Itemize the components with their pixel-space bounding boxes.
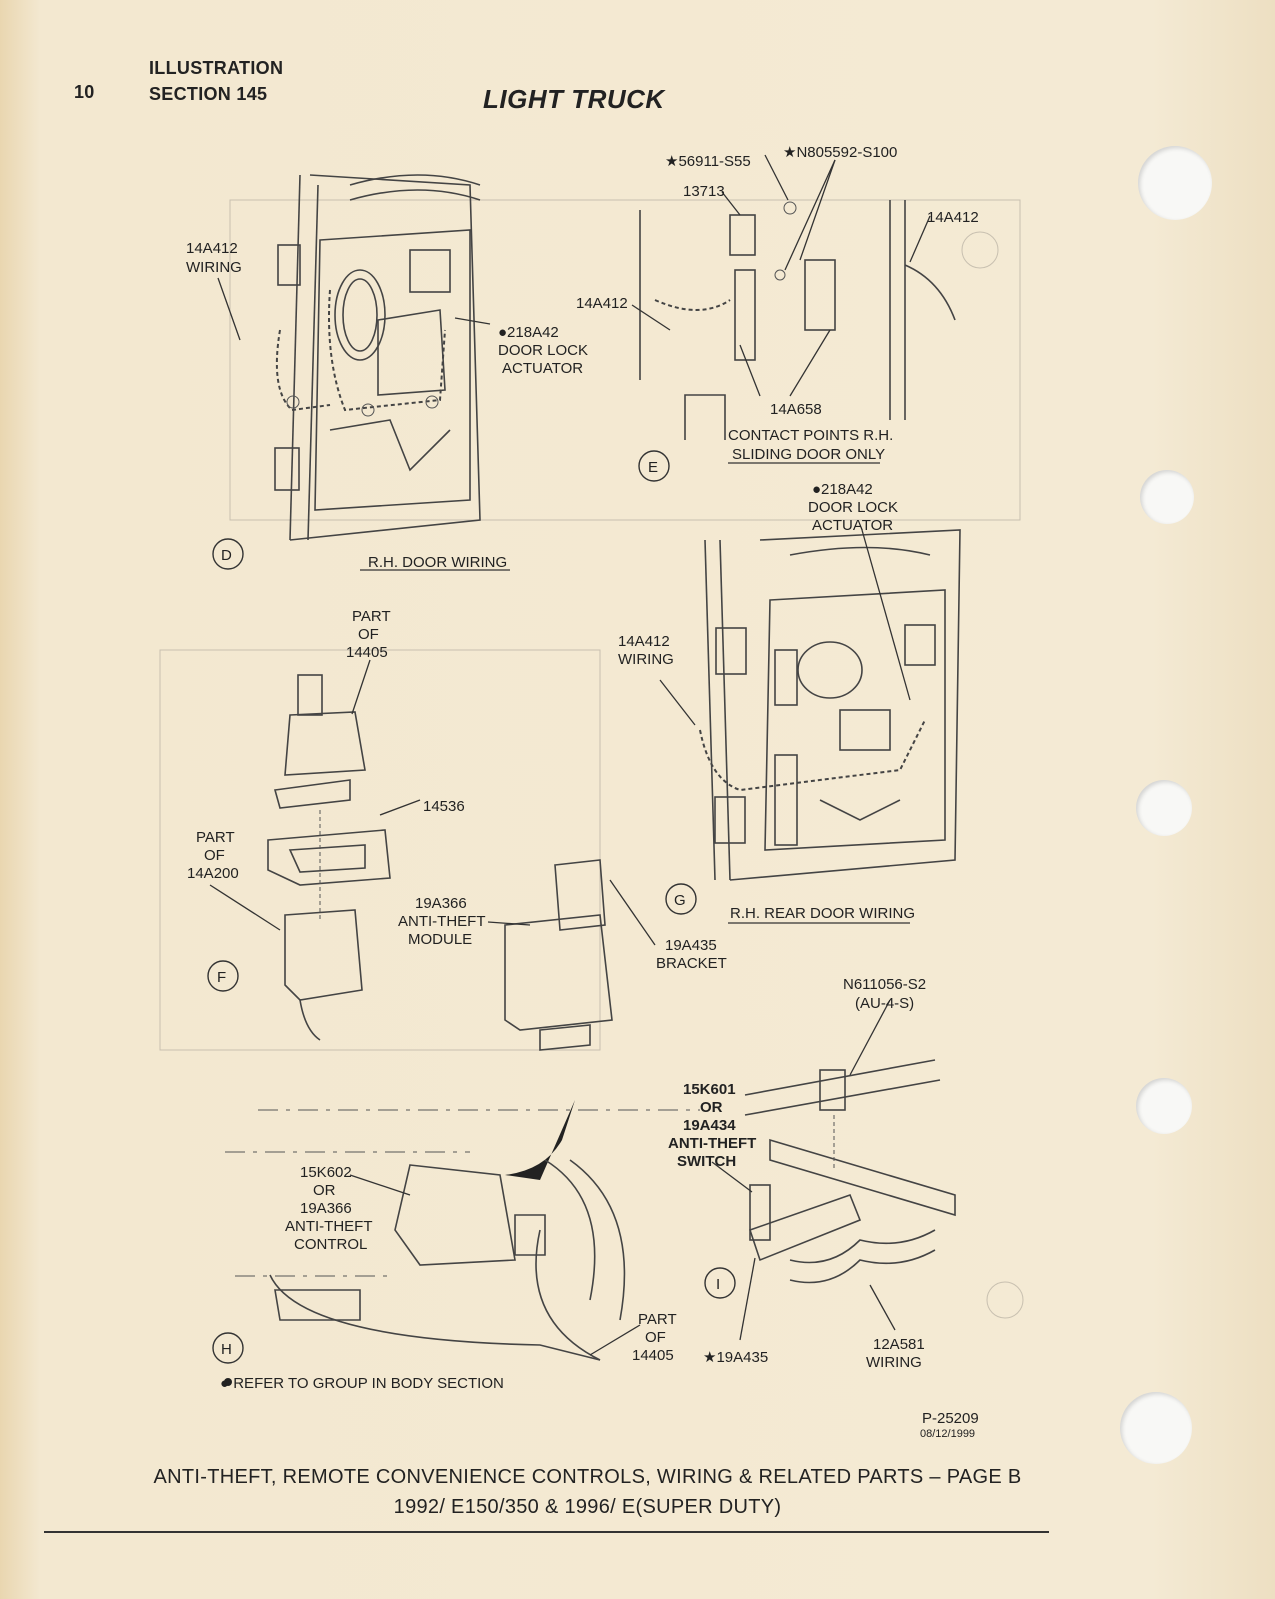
diagram-labels: 14A412 WIRING ●218A42 DOOR LOCK ACTUATOR…: [186, 144, 979, 1440]
e-view-marker: E: [648, 459, 658, 476]
view-d-rh-door: [212, 174, 510, 571]
h-part-label-3: 14405: [632, 1347, 674, 1364]
h-part-label-2: OF: [645, 1329, 666, 1346]
i-part-19a435: ★19A435: [703, 1349, 768, 1366]
view-g-rear-door: [659, 529, 961, 924]
view-e-contacts: [631, 154, 956, 482]
view-f-module: [207, 659, 656, 1051]
binder-hole: [1120, 1392, 1192, 1464]
f-part-14536: 14536: [423, 798, 465, 815]
i-switch-label-2: OR: [700, 1099, 723, 1116]
h-view-marker: H: [221, 1341, 232, 1358]
h-control-label-1: 15K602: [300, 1164, 352, 1181]
h-control-label-4: ANTI-THEFT: [285, 1218, 373, 1235]
view-h-control: [212, 1100, 700, 1386]
footer-title: ANTI-THEFT, REMOTE CONVENIENCE CONTROLS,…: [153, 1466, 1022, 1488]
g-actuator-label-1: ●218A42: [812, 481, 873, 498]
g-actuator-label-3: ACTUATOR: [812, 517, 893, 534]
i-switch-label-5: SWITCH: [677, 1153, 736, 1170]
f-view-marker: F: [217, 969, 226, 986]
footer-rule: [44, 1531, 1049, 1533]
g-caption: R.H. REAR DOOR WIRING: [730, 905, 915, 922]
d-actuator-label-1: ●218A42: [498, 324, 559, 341]
page-number: 10: [74, 82, 95, 102]
binder-hole: [1140, 470, 1194, 524]
e-part-5: 14A412: [576, 295, 628, 312]
view-i-switch: [704, 999, 956, 1341]
d-wiring-label-1: 14A412: [186, 240, 238, 257]
h-control-label-5: CONTROL: [294, 1236, 367, 1253]
f-part200-label-2: OF: [204, 847, 225, 864]
f-module-label-3: MODULE: [408, 931, 472, 948]
d-actuator-label-2: DOOR LOCK: [498, 342, 588, 359]
g-wiring-label-2: WIRING: [618, 651, 674, 668]
d-view-marker: D: [221, 547, 232, 564]
f-part-label-1: PART: [352, 608, 391, 625]
i-switch-label-3: 19A434: [683, 1117, 736, 1134]
i-fastener-label-1: N611056-S2: [843, 976, 926, 993]
i-switch-label-1: 15K601: [683, 1081, 736, 1098]
f-part-label-2: OF: [358, 626, 379, 643]
e-part-4: 14A412: [927, 209, 979, 226]
reference-code: P-25209: [922, 1410, 979, 1427]
h-body-section-note: ● REFER TO GROUP IN BODY SECTION: [220, 1375, 504, 1392]
section-label: SECTION 145: [149, 84, 268, 104]
i-wiring-label-2: WIRING: [866, 1354, 922, 1371]
footer-models: 1992/ E150/350 & 1996/ E(SUPER DUTY): [393, 1496, 782, 1518]
i-wiring-label-1: 12A581: [873, 1336, 925, 1353]
h-control-label-2: OR: [313, 1182, 336, 1199]
reference-date: 08/12/1999: [920, 1428, 975, 1440]
e-part-1: ★56911-S55: [665, 153, 751, 170]
f-bracket-label-1: 19A435: [665, 937, 717, 954]
i-switch-label-4: ANTI-THEFT: [668, 1135, 756, 1152]
f-part-label-3: 14405: [346, 644, 388, 661]
g-view-marker: G: [674, 892, 686, 909]
f-bracket-label-2: BRACKET: [656, 955, 727, 972]
e-part-6: 14A658: [770, 401, 822, 418]
binder-hole: [1138, 146, 1212, 220]
h-control-label-3: 19A366: [300, 1200, 352, 1217]
d-caption: R.H. DOOR WIRING: [368, 554, 507, 571]
e-caption-2: SLIDING DOOR ONLY: [732, 446, 885, 463]
i-fastener-label-2: (AU-4-S): [855, 995, 914, 1012]
d-actuator-label-3: ACTUATOR: [502, 360, 583, 377]
page-title: LIGHT TRUCK: [483, 84, 665, 114]
h-part-label-1: PART: [638, 1311, 677, 1328]
f-part200-label-3: 14A200: [187, 865, 239, 882]
f-module-label-2: ANTI-THEFT: [398, 913, 486, 930]
i-view-marker: I: [716, 1276, 720, 1293]
illustration-label: ILLUSTRATION: [149, 58, 284, 78]
binder-hole: [1136, 780, 1192, 836]
g-actuator-label-2: DOOR LOCK: [808, 499, 898, 516]
e-part-2: ★N805592-S100: [783, 144, 897, 161]
e-caption-1: CONTACT POINTS R.H.: [728, 427, 893, 444]
bleed-through: [159, 199, 1024, 1319]
e-part-3: 13713: [683, 183, 725, 200]
f-part200-label-1: PART: [196, 829, 235, 846]
binder-hole: [1136, 1078, 1192, 1134]
d-wiring-label-2: WIRING: [186, 259, 242, 276]
g-wiring-label-1: 14A412: [618, 633, 670, 650]
f-module-label-1: 19A366: [415, 895, 467, 912]
